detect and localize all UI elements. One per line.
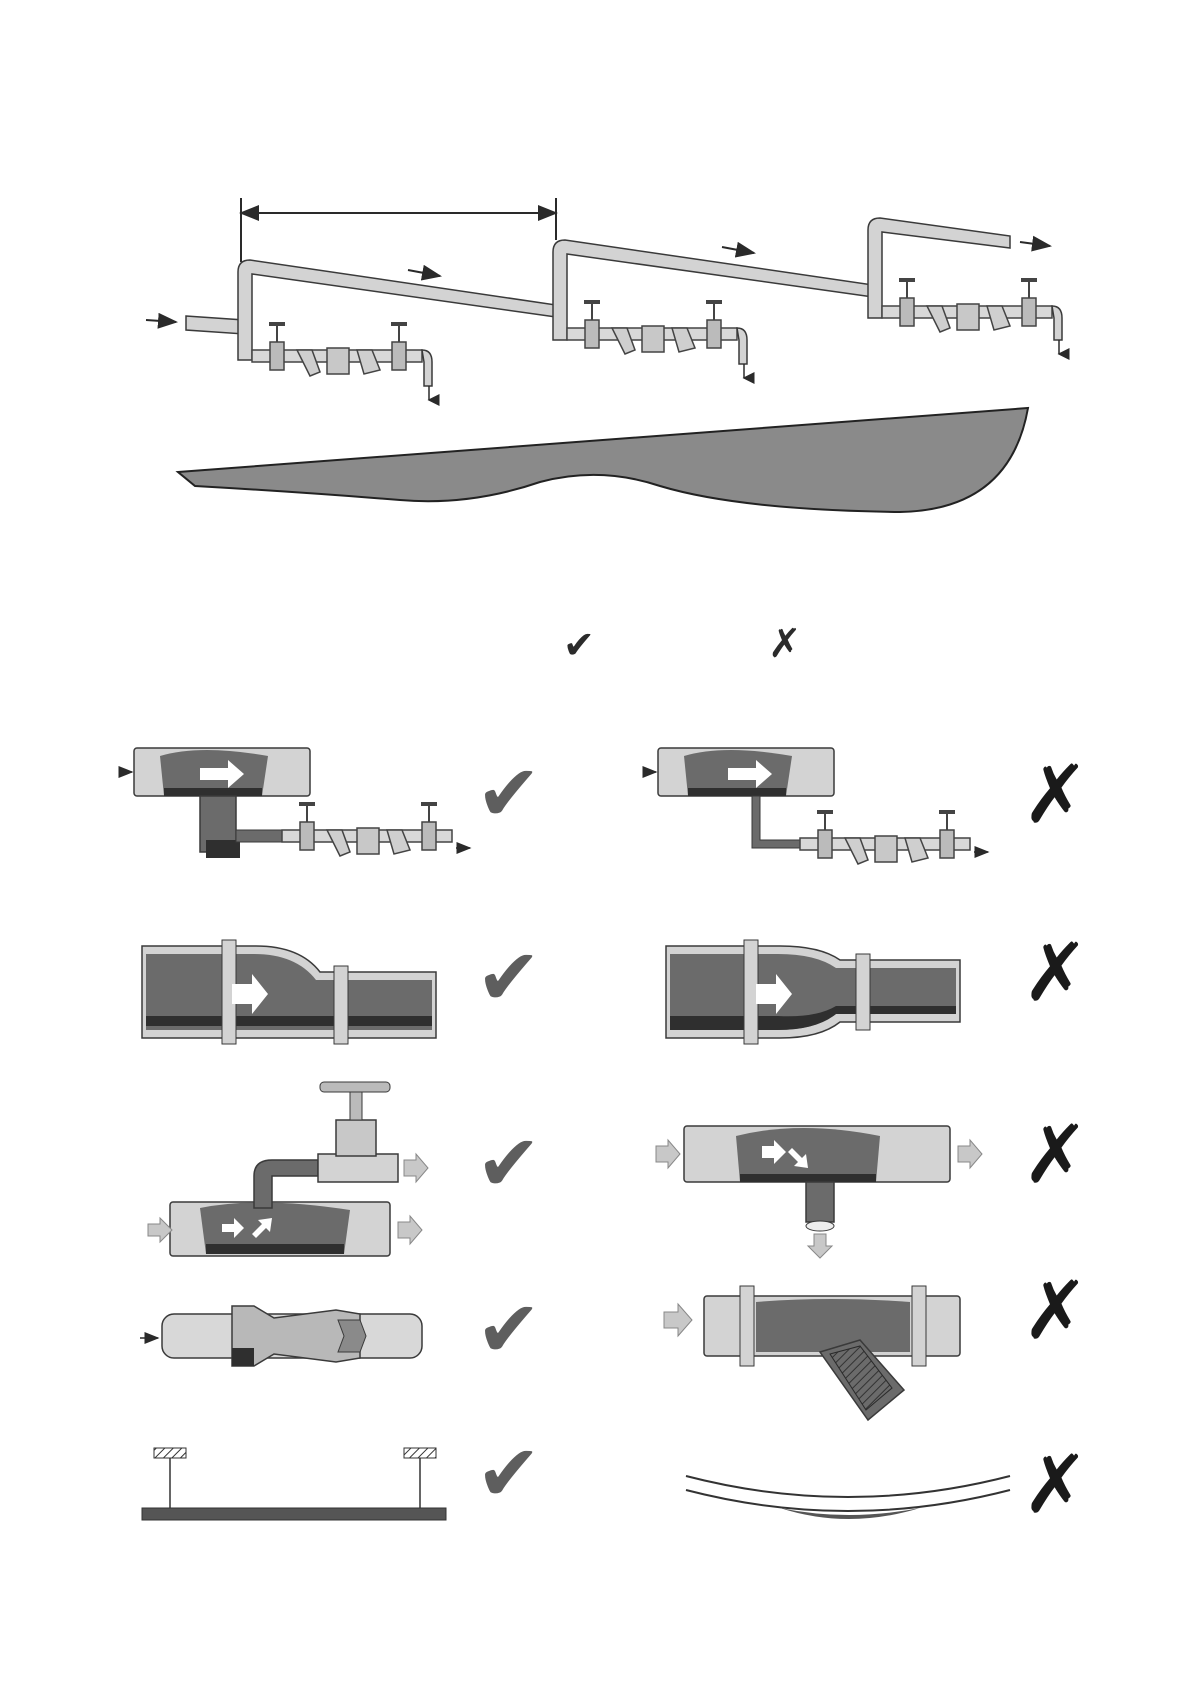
- panel-trap-pocket: [120, 748, 470, 858]
- ground-profile: [178, 408, 1028, 512]
- steam-main-overview: [146, 198, 1062, 512]
- panel-concentric-reducer: [666, 940, 960, 1044]
- legend-cross-icon: ✗: [768, 624, 802, 664]
- check-icon: ✔: [476, 749, 541, 839]
- panel-strainer-basket-down: [664, 1286, 960, 1420]
- check-icon: ✔: [476, 933, 541, 1023]
- check-icon: ✔: [476, 1429, 541, 1519]
- steam-main-section-3: [868, 218, 1010, 318]
- panel-trap-side-takeoff: [644, 748, 988, 864]
- check-icon: ✔: [476, 1119, 541, 1209]
- cross-icon: ✗: [1022, 926, 1089, 1019]
- inlet-flow-arrow: [146, 320, 176, 322]
- cross-icon: ✗: [1022, 1264, 1089, 1357]
- check-icon: ✔: [476, 1285, 541, 1375]
- cross-icon: ✗: [1022, 1438, 1089, 1531]
- panel-sagging-pipe: [686, 1476, 1010, 1519]
- cross-icon: ✗: [1022, 1108, 1089, 1201]
- panel-branch-from-top: [148, 1082, 428, 1256]
- cross-icon: ✗: [1022, 748, 1089, 841]
- panel-eccentric-reducer: [142, 940, 436, 1044]
- legend-check-icon: ✔: [563, 626, 595, 664]
- panel-strainer-in-line: [140, 1306, 422, 1366]
- panel-supported-pipe: [142, 1448, 446, 1520]
- panel-branch-from-bottom: [656, 1126, 982, 1258]
